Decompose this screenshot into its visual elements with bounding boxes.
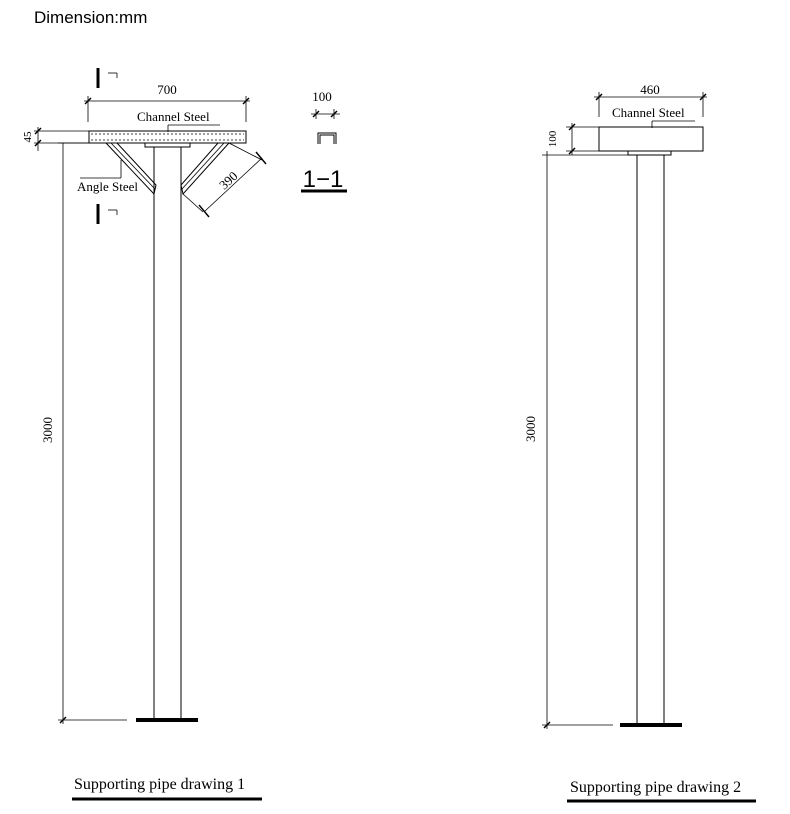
support-pipe-2: [636, 154, 665, 726]
pipe-drawing-2: 460 Channel Steel 100 3000 Supporti: [523, 82, 756, 803]
dim-3000-label-1: 3000: [40, 417, 55, 443]
section-title-1-1: 1−1: [303, 166, 344, 193]
channel-steel-plate: [88, 130, 247, 144]
dim-700-line: [84, 96, 250, 122]
pipe-cap-plate-2: [627, 150, 672, 156]
label-angle-steel: Angle Steel: [77, 179, 138, 194]
channel-steel-block: [598, 126, 704, 152]
label-channel-steel-1: Channel Steel: [137, 109, 210, 124]
support-pipe-1: [153, 146, 182, 721]
pipe-cap-plate: [144, 142, 191, 148]
section-mark-top: [96, 68, 118, 88]
dim-460-label: 460: [640, 82, 660, 97]
dim-3000-line-1: [58, 142, 127, 724]
dim-100-label: 100: [547, 130, 559, 147]
channel-section-shape: [317, 132, 337, 144]
dim-700-label: 700: [157, 82, 177, 97]
label-channel-steel-2: Channel Steel: [612, 105, 685, 120]
dim-3000-line-2: [542, 151, 628, 729]
caption-drawing-1: Supporting pipe drawing 1: [74, 776, 245, 793]
dim-45-line: [34, 127, 89, 151]
section-dim-100-label: 100: [312, 89, 332, 104]
dim-45-label: 45: [22, 131, 34, 143]
section-detail-1-1: 100 1−1: [301, 89, 347, 193]
caption-drawing-2: Supporting pipe drawing 2: [570, 779, 741, 796]
dim-3000-label-2: 3000: [523, 416, 538, 442]
section-mark-bottom: [96, 204, 118, 224]
dim-100-line: [566, 123, 599, 155]
dim-390-label: 390: [216, 168, 240, 192]
dim-460-line: [594, 92, 707, 117]
pipe-drawing-1: 700 Channel Steel Angle Steel: [22, 68, 267, 801]
dim-390-line: [182, 142, 267, 218]
dimension-unit-note: Dimension:mm: [34, 8, 147, 27]
